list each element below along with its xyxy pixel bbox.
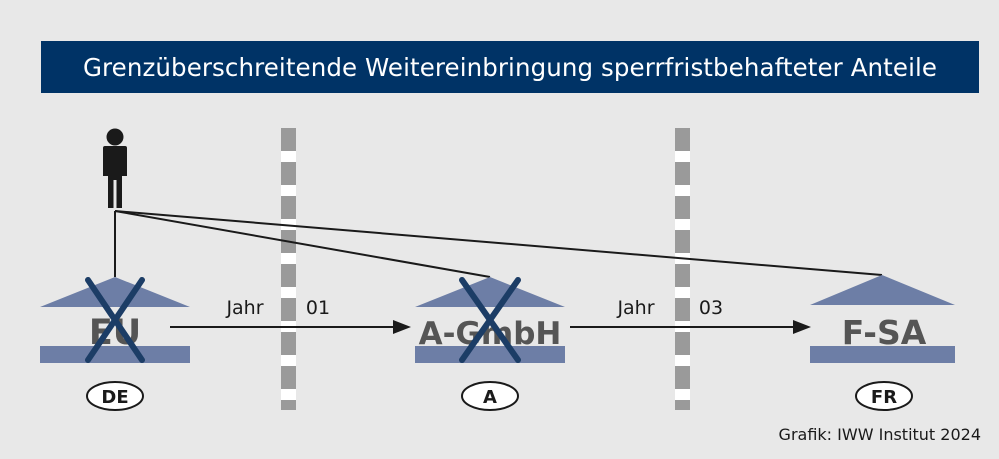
- transfer-label-1-left: Jahr: [225, 297, 263, 319]
- country-label-de: DE: [101, 387, 128, 408]
- transfer-arrow-2: Jahr 03: [570, 297, 811, 334]
- building-f-sa: F-SA: [810, 275, 955, 363]
- country-label-a: A: [483, 387, 497, 408]
- building-icon: [415, 277, 565, 307]
- ownership-lines: [114, 210, 883, 278]
- arrow-right-icon: [393, 320, 411, 334]
- country-badge-a: A: [461, 381, 519, 411]
- border-line-de-a: [281, 128, 296, 410]
- title-bar: Grenzüberschreitende Weitereinbringung s…: [41, 41, 979, 93]
- country-label-fr: FR: [871, 387, 897, 408]
- building-icon: [40, 277, 190, 307]
- country-badge-de: DE: [86, 381, 144, 411]
- cross-mark-icon: [85, 277, 145, 363]
- person-icon: [103, 128, 127, 208]
- building-icon: [810, 275, 955, 305]
- cross-mark-icon: [459, 277, 521, 363]
- transfer-label-1-right: 01: [306, 297, 330, 319]
- building-a-gmbh: A-GmbH: [415, 277, 565, 363]
- transfer-label-2-right: 03: [699, 297, 723, 319]
- diagram-title: Grenzüberschreitende Weitereinbringung s…: [82, 52, 938, 82]
- transfer-arrow-1: Jahr 01: [170, 297, 411, 334]
- arrow-right-icon: [793, 320, 811, 334]
- border-line-a-fr: [675, 128, 690, 410]
- transfer-label-2-left: Jahr: [616, 297, 654, 319]
- country-badge-fr: FR: [855, 381, 913, 411]
- entity-label-f-sa: F-SA: [842, 313, 927, 352]
- building-eu: EU: [40, 277, 190, 363]
- graphic-credit: Grafik: IWW Institut 2024: [778, 425, 981, 444]
